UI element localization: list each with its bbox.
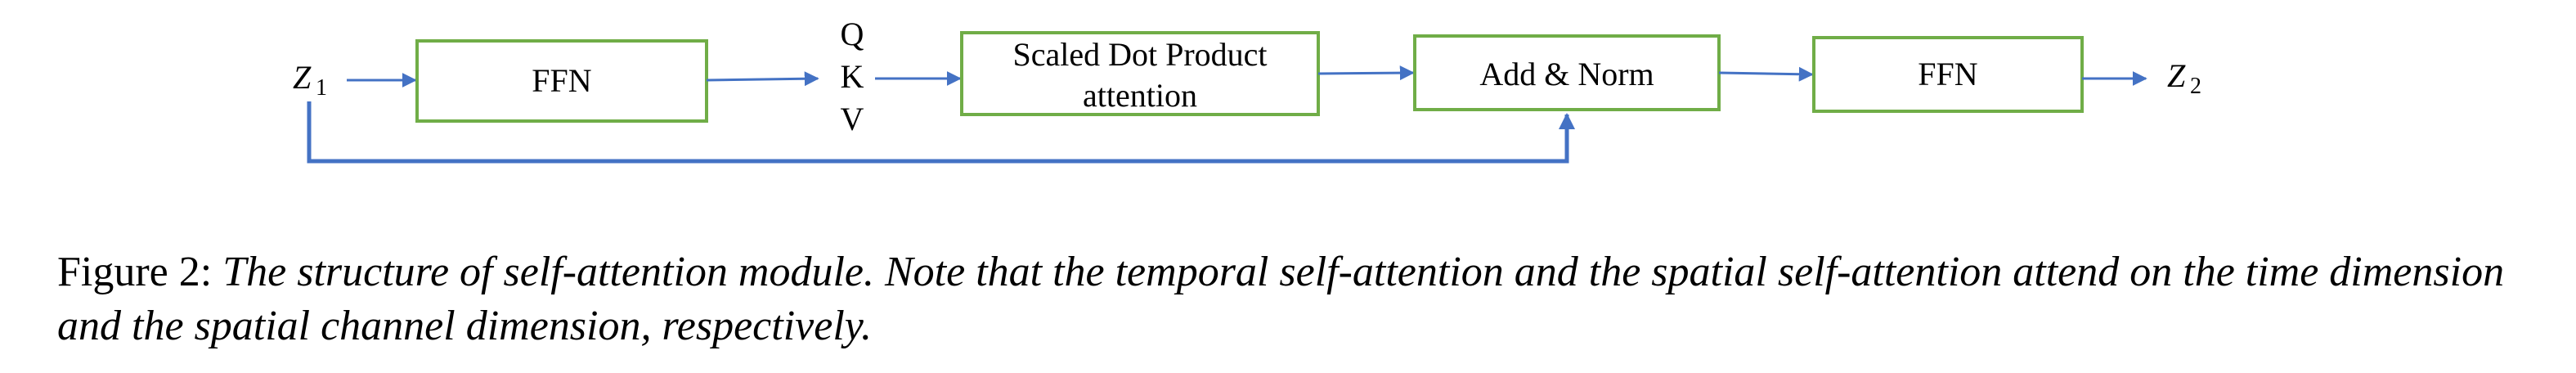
svg-text:1: 1 xyxy=(316,75,327,101)
arrow-ffn-to-qkv xyxy=(706,71,819,87)
ffn-box-2: FFN xyxy=(1812,36,2084,113)
input-z1: Z 1 xyxy=(293,59,327,101)
residual-connection-arrow xyxy=(307,101,1575,164)
q-label: Q xyxy=(841,16,864,52)
arrow-addnorm-to-ffn2 xyxy=(1718,66,1814,82)
svg-text:attention: attention xyxy=(1083,77,1197,114)
output-z2: Z 2 xyxy=(2167,57,2201,99)
self-attention-diagram: Z 1 FFN Q K V Scaled Dot Product attenti… xyxy=(293,16,2201,164)
svg-text:Scaled Dot Product: Scaled Dot Product xyxy=(1012,36,1267,73)
figure-caption: Figure 2: The structure of self-attentio… xyxy=(57,245,2551,353)
v-label: V xyxy=(841,101,864,137)
caption-lead: Figure 2: xyxy=(57,249,223,295)
qkv-labels: Q K V xyxy=(841,16,864,137)
caption-body: The structure of self-attention module. … xyxy=(57,249,2505,349)
ffn-box-1: FFN xyxy=(415,39,708,123)
svg-text:2: 2 xyxy=(2190,74,2201,99)
svg-text:Z: Z xyxy=(293,59,312,96)
arrow-attention-to-addnorm xyxy=(1317,65,1415,81)
svg-text:Add & Norm: Add & Norm xyxy=(1479,56,1654,92)
k-label: K xyxy=(841,58,864,95)
attention-box: Scaled Dot Product attention xyxy=(960,31,1320,116)
svg-text:FFN: FFN xyxy=(1918,56,1977,92)
add-norm-box: Add & Norm xyxy=(1413,34,1721,111)
svg-text:FFN: FFN xyxy=(532,62,591,99)
svg-text:Z: Z xyxy=(2167,57,2186,94)
